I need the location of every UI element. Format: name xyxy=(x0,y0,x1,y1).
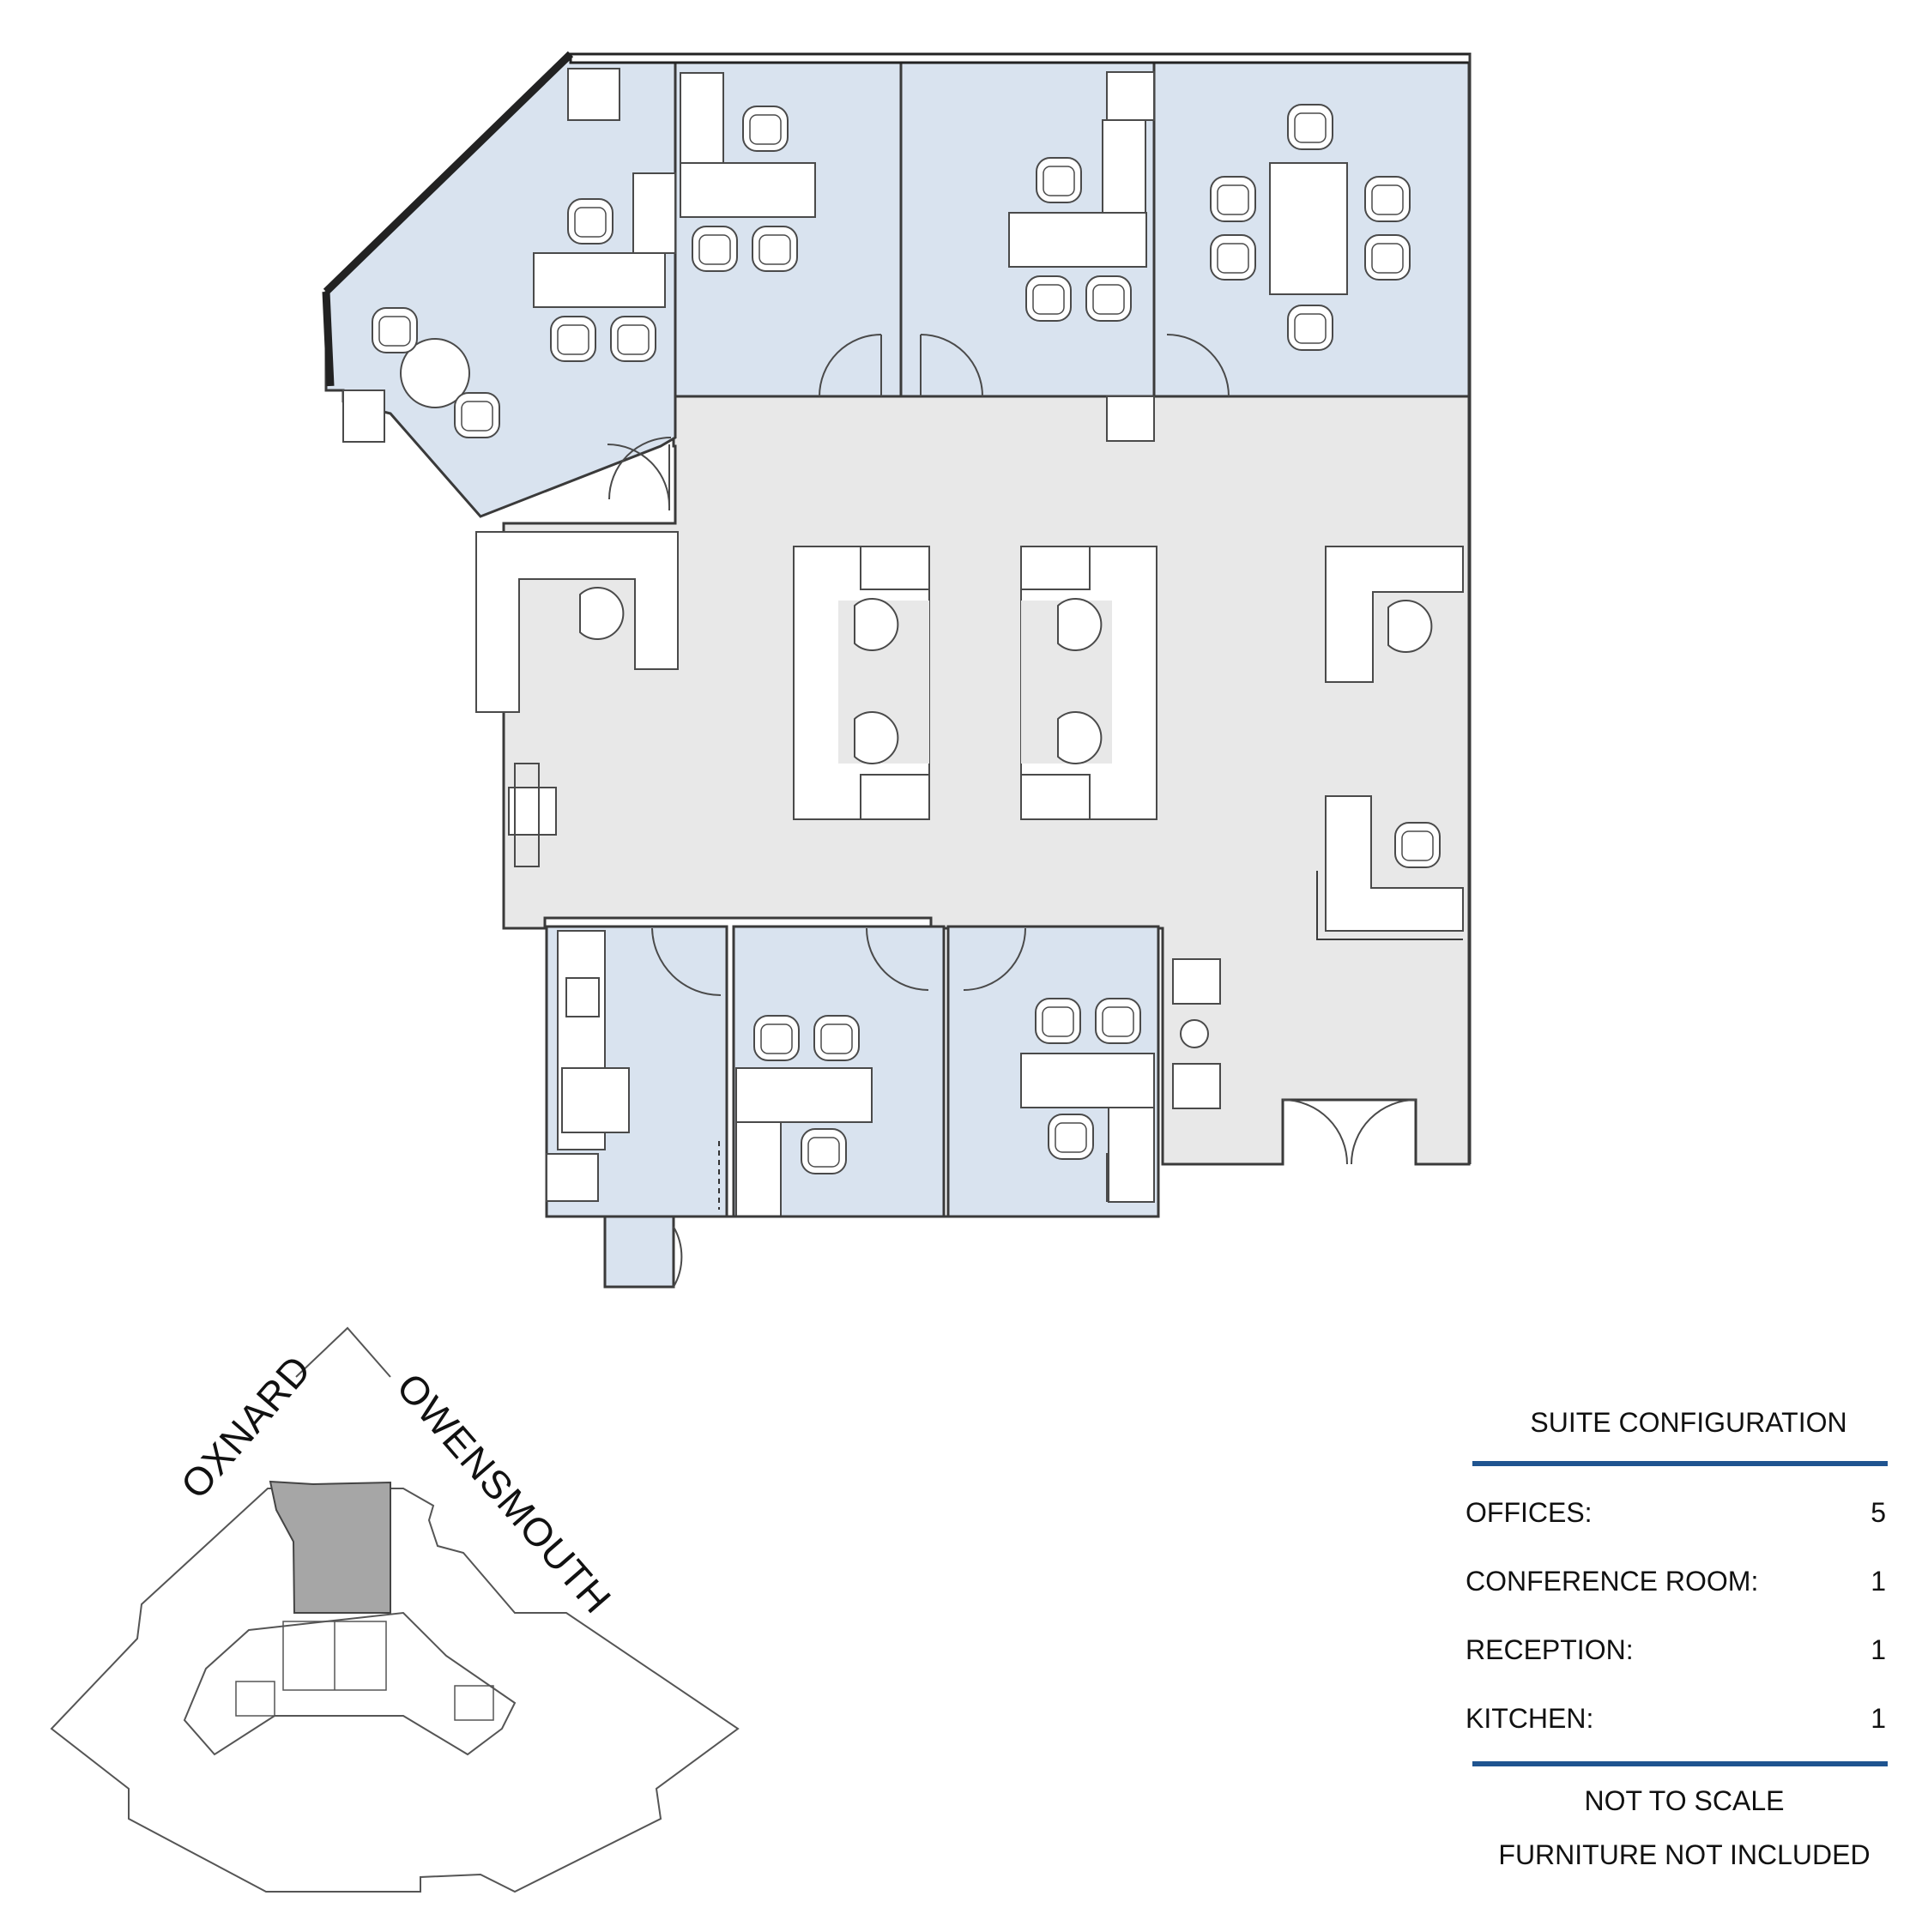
street-label-owensmouth: OWENSMOUTH xyxy=(388,1364,620,1621)
row-label: KITCHEN: xyxy=(1466,1702,1594,1734)
row-conference-room: CONFERENCE ROOM: 1 xyxy=(1466,1547,1886,1615)
note-not-to-scale: NOT TO SCALE xyxy=(1584,1785,1785,1816)
suite-configuration-panel: SUITE CONFIGURATION OFFICES: 5 CONFERENC… xyxy=(1466,1407,1888,1871)
window-wall-north xyxy=(569,52,1472,64)
row-label: RECEPTION: xyxy=(1466,1633,1634,1665)
building-outline xyxy=(50,1488,740,1893)
row-reception: RECEPTION: 1 xyxy=(1466,1615,1886,1684)
row-label: CONFERENCE ROOM: xyxy=(1466,1565,1759,1597)
building-core xyxy=(183,1611,517,1756)
row-value: 1 xyxy=(1871,1565,1886,1597)
divider-bottom xyxy=(1472,1761,1888,1766)
suite-configuration-title: SUITE CONFIGURATION xyxy=(1530,1407,1847,1438)
highlighted-suite xyxy=(269,1480,391,1614)
suite-configuration-rows: OFFICES: 5 CONFERENCE ROOM: 1 RECEPTION:… xyxy=(1466,1478,1886,1753)
key-plan: OXNARD OWENSMOUTH xyxy=(50,1326,740,1893)
suite-plan xyxy=(322,51,1472,1289)
row-value: 1 xyxy=(1871,1633,1886,1665)
row-value: 5 xyxy=(1871,1496,1886,1528)
open-work-area xyxy=(502,395,1471,1166)
row-label: OFFICES: xyxy=(1466,1496,1593,1528)
row-offices: OFFICES: 5 xyxy=(1466,1478,1886,1547)
row-kitchen: KITCHEN: 1 xyxy=(1466,1684,1886,1753)
row-value: 1 xyxy=(1871,1702,1886,1734)
note-furniture-not-included: FURNITURE NOT INCLUDED xyxy=(1498,1839,1871,1870)
divider-top xyxy=(1472,1461,1888,1466)
